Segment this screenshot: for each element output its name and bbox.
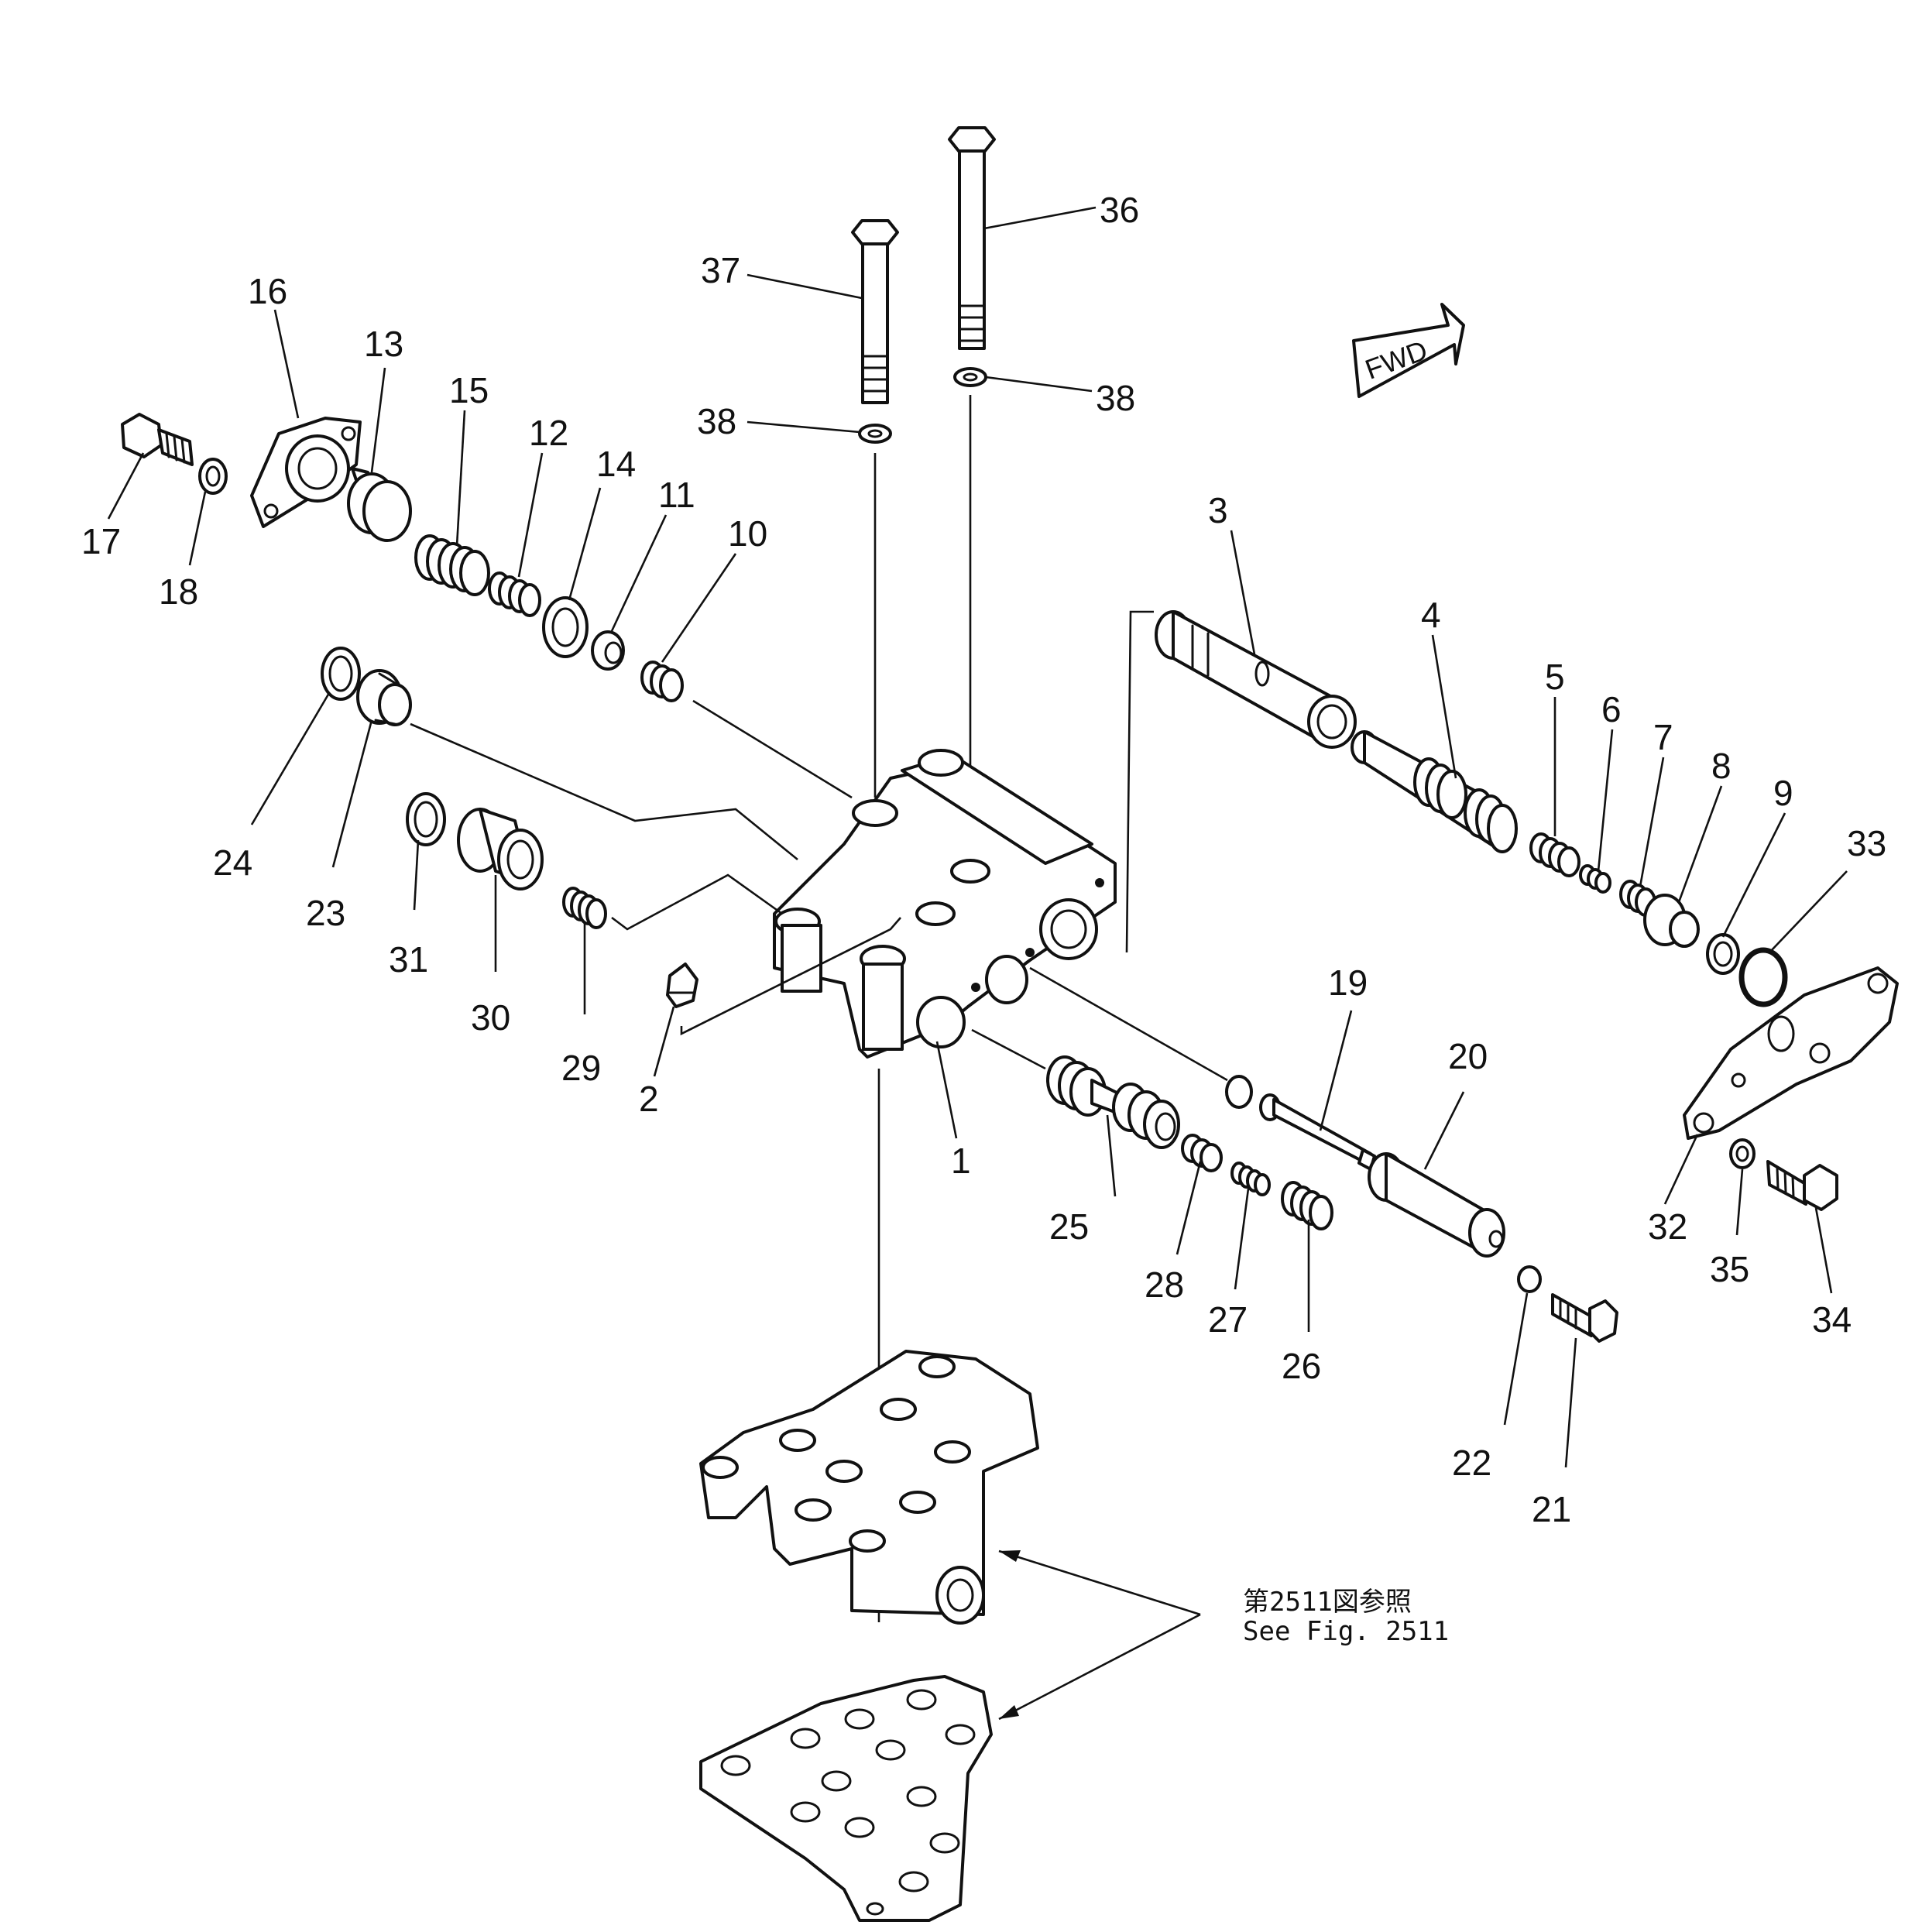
part-label-33: 33	[1847, 823, 1886, 863]
snap-ring-9	[1706, 933, 1740, 975]
spring-28	[1181, 1134, 1223, 1172]
part-label-13: 13	[364, 324, 403, 364]
seat-11	[591, 630, 625, 671]
part-label-34: 34	[1812, 1299, 1852, 1340]
part-label-19: 19	[1328, 963, 1368, 1003]
part-label-25: 25	[1049, 1206, 1089, 1247]
part-label-9: 9	[1773, 773, 1793, 813]
part-label-32: 32	[1648, 1206, 1687, 1247]
part-label-17: 17	[81, 521, 121, 561]
part-label-7: 7	[1653, 717, 1673, 757]
spring-12	[488, 571, 541, 617]
spring-29	[562, 887, 607, 929]
part-label-31: 31	[389, 939, 428, 980]
piston-23	[356, 669, 412, 726]
part-label-18: 18	[159, 571, 198, 612]
part-label-5: 5	[1545, 657, 1565, 697]
spool-19	[1225, 1075, 1376, 1171]
reference-note-english: See Fig. 2511	[1243, 1616, 1449, 1647]
bolt-37	[851, 219, 899, 404]
plug-8	[1643, 894, 1700, 948]
bolt-17	[121, 413, 194, 466]
spring-6	[1579, 864, 1611, 894]
part-label-37: 37	[701, 250, 740, 290]
part-label-2: 2	[639, 1079, 659, 1119]
part-label-8: 8	[1711, 746, 1732, 786]
part-label-15: 15	[449, 370, 489, 410]
part-label-22: 22	[1452, 1443, 1491, 1483]
label-leader-lines	[107, 206, 1848, 1468]
snap-ring-31	[406, 792, 446, 846]
part-label-16: 16	[248, 271, 287, 311]
washer-38-left	[858, 424, 892, 444]
part-label-28: 28	[1145, 1265, 1184, 1305]
part-label-6: 6	[1601, 689, 1622, 729]
part-label-30: 30	[471, 997, 510, 1038]
sleeve-20	[1368, 1152, 1505, 1258]
left-upper-axis-line	[692, 699, 853, 799]
part-label-24: 24	[213, 842, 252, 883]
part-label-26: 26	[1282, 1346, 1321, 1386]
snap-ring-24	[321, 647, 361, 701]
part-label-38-left: 38	[697, 401, 736, 441]
reference-arrowhead-upper	[999, 1550, 1021, 1562]
part-label-1: 1	[951, 1141, 971, 1181]
washer-14	[542, 596, 589, 658]
spool-19-axis-line	[1029, 966, 1228, 1082]
part-label-20: 20	[1448, 1036, 1488, 1076]
housing-lower-reference	[699, 1675, 993, 1922]
spring-26	[1281, 1181, 1333, 1230]
washer-22	[1517, 1265, 1542, 1293]
housing-upper-reference	[699, 1350, 1039, 1625]
part-number-labels: 1 2 3 4 5 6 7 8 9 10 11 12 13 14 15 16 1…	[81, 190, 1886, 1529]
part-label-36: 36	[1100, 190, 1139, 230]
part-label-27: 27	[1208, 1299, 1248, 1340]
spool-25-axis-line	[971, 1028, 1046, 1070]
reference-arrow-upper	[998, 1549, 1201, 1616]
part-label-12: 12	[529, 413, 568, 453]
bolt-34	[1766, 1160, 1838, 1211]
spring-5	[1529, 832, 1581, 877]
part-label-3: 3	[1208, 490, 1228, 530]
part-label-21: 21	[1532, 1489, 1571, 1529]
cover-16	[250, 417, 362, 528]
plug-13	[347, 467, 412, 542]
part-label-11: 11	[658, 475, 695, 515]
cover-32	[1683, 966, 1899, 1140]
bolt-21	[1551, 1293, 1618, 1343]
part-label-10: 10	[728, 513, 767, 554]
part-label-23: 23	[306, 893, 345, 933]
o-ring-33	[1738, 947, 1788, 1007]
washer-38-right	[953, 367, 987, 387]
plug-2-leader-line	[680, 917, 901, 1036]
washer-35	[1729, 1138, 1756, 1169]
left-lower-axis-line	[611, 873, 783, 931]
reference-note-japanese: 第2511図参照	[1243, 1587, 1412, 1618]
reference-arrow-lower	[998, 1613, 1201, 1721]
washer-18	[198, 458, 228, 495]
spool-3-axis-line	[1125, 610, 1154, 953]
spool-4	[1351, 730, 1518, 853]
valve-body-1	[773, 749, 1117, 1059]
bolt-36	[948, 126, 996, 350]
spool-25	[1046, 1055, 1180, 1149]
part-label-35: 35	[1710, 1249, 1749, 1289]
plug-2	[666, 963, 698, 1008]
part-label-14: 14	[596, 444, 636, 484]
piston-23-axis-line	[410, 722, 798, 861]
spring-15	[414, 534, 490, 596]
sleeve-3	[1155, 610, 1357, 749]
part-label-29: 29	[561, 1048, 601, 1088]
reference-arrowhead-lower	[999, 1705, 1019, 1719]
part-label-4: 4	[1421, 595, 1441, 635]
fwd-direction-arrow: FWD	[1352, 303, 1465, 398]
piston-30	[457, 808, 544, 891]
spring-27	[1230, 1162, 1271, 1196]
part-label-38-right: 38	[1096, 378, 1135, 418]
spring-10	[640, 661, 684, 702]
